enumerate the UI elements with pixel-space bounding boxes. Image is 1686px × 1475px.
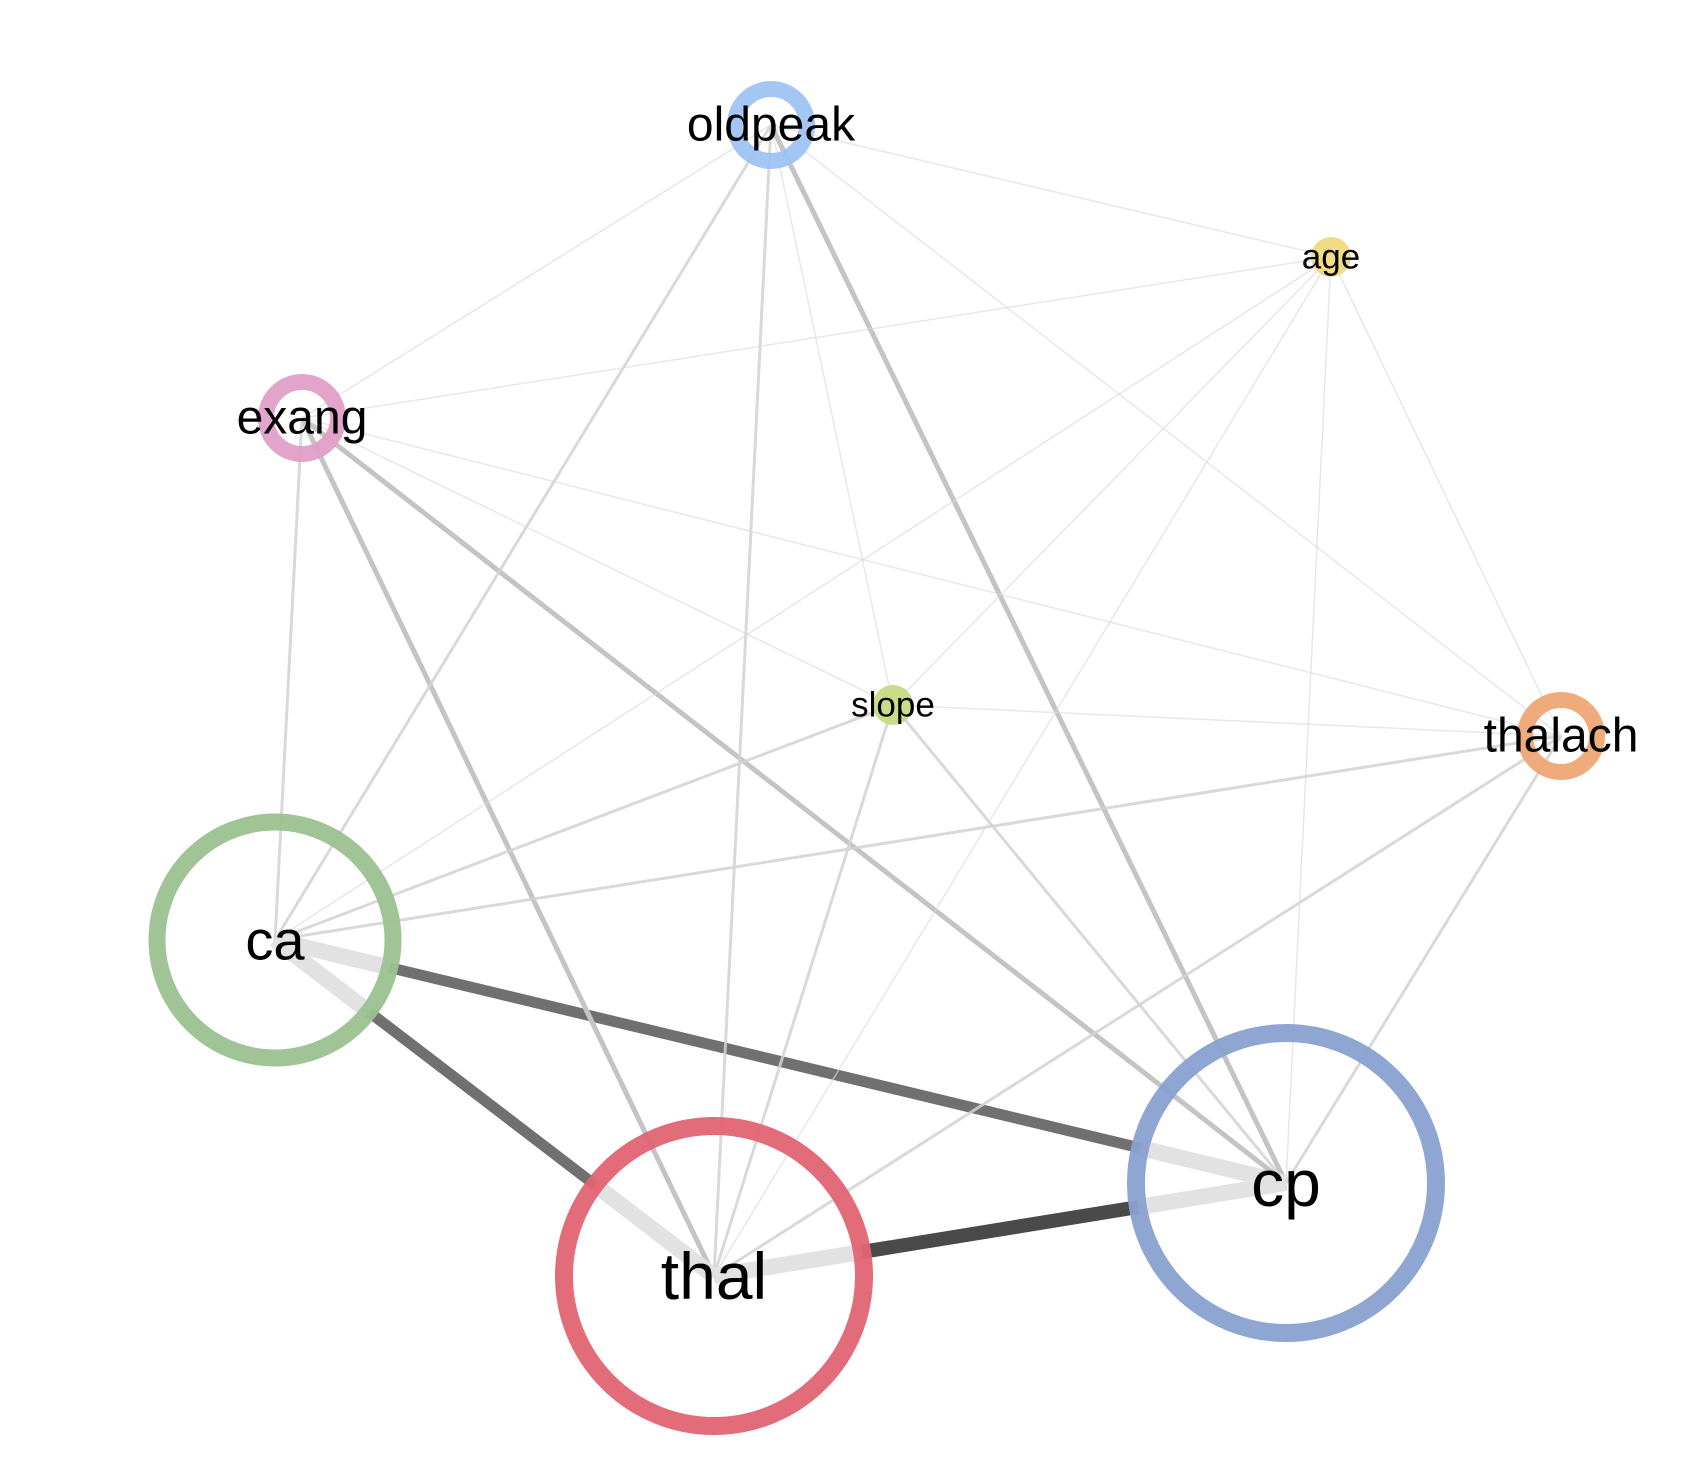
edge-age-thal: [713, 256, 1332, 1277]
node-circle-ca[interactable]: [148, 813, 402, 1067]
edge-oldpeak-thalach: [770, 124, 1562, 737]
edge-slope-cp: [891, 704, 1288, 1184]
node-label-cp: cp: [1251, 1146, 1321, 1220]
node-cp[interactable]: cp: [1127, 1024, 1445, 1342]
edge-exang-cp: [300, 416, 1288, 1185]
edge-exang-thalach: [301, 417, 1562, 737]
node-circle-thalach[interactable]: [1517, 692, 1605, 780]
node-circle-cp[interactable]: [1127, 1024, 1445, 1342]
node-circle-oldpeak[interactable]: [727, 81, 815, 169]
edge-slope-thalach: [892, 704, 1562, 737]
edge-inner-ca-thal: [270, 933, 374, 1019]
edge-thalach-cp: [1284, 735, 1563, 1184]
edge-age-oldpeak: [770, 124, 1332, 258]
node-label-age: age: [1302, 238, 1360, 277]
node-ca[interactable]: ca: [148, 813, 402, 1067]
node-label-oldpeak: oldpeak: [687, 99, 856, 152]
node-label-ca: ca: [245, 909, 305, 972]
edge-age-exang: [301, 256, 1332, 419]
edge-oldpeak-cp: [768, 123, 1289, 1185]
node-circle-thal[interactable]: [555, 1117, 873, 1435]
edge-exang-ca: [273, 417, 304, 941]
node-slope[interactable]: slope: [851, 685, 935, 725]
edge-inner-thal-ca: [590, 1178, 719, 1283]
edge-thalach-ca: [274, 734, 1562, 942]
edge-inner-cp-ca: [1138, 1140, 1288, 1191]
nodes-layer: oldpeak age exang slope thalach ca thal cp: [148, 81, 1639, 1435]
edge-inner-thal-cp: [712, 1244, 864, 1284]
node-label-exang: exang: [237, 392, 368, 445]
node-thalach[interactable]: thalach: [1484, 692, 1639, 780]
node-exang[interactable]: exang: [237, 374, 368, 462]
edge-oldpeak-ca: [273, 124, 773, 941]
edge-thalach-thal: [713, 734, 1562, 1278]
edge-exang-oldpeak: [301, 124, 772, 419]
node-label-thal: thal: [661, 1239, 767, 1313]
edge-exang-slope: [301, 417, 894, 706]
node-circle-age[interactable]: [1311, 237, 1351, 277]
edge-age-slope: [892, 256, 1332, 706]
edge-age-thalach: [1330, 256, 1562, 737]
edge-oldpeak-thal: [712, 124, 773, 1277]
node-thal[interactable]: thal: [555, 1117, 873, 1435]
node-label-thalach: thalach: [1484, 710, 1639, 763]
node-circle-exang[interactable]: [258, 374, 346, 462]
node-circle-slope[interactable]: [873, 685, 913, 725]
node-oldpeak[interactable]: oldpeak: [687, 81, 856, 169]
edge-inner-cp-thal: [1136, 1175, 1288, 1215]
edge-slope-thal: [712, 704, 895, 1277]
edge-age-ca: [274, 256, 1332, 941]
node-label-slope: slope: [851, 686, 935, 725]
edge-oldpeak-slope: [770, 124, 894, 706]
edges-layer: [270, 123, 1563, 1284]
node-age[interactable]: age: [1302, 237, 1360, 277]
